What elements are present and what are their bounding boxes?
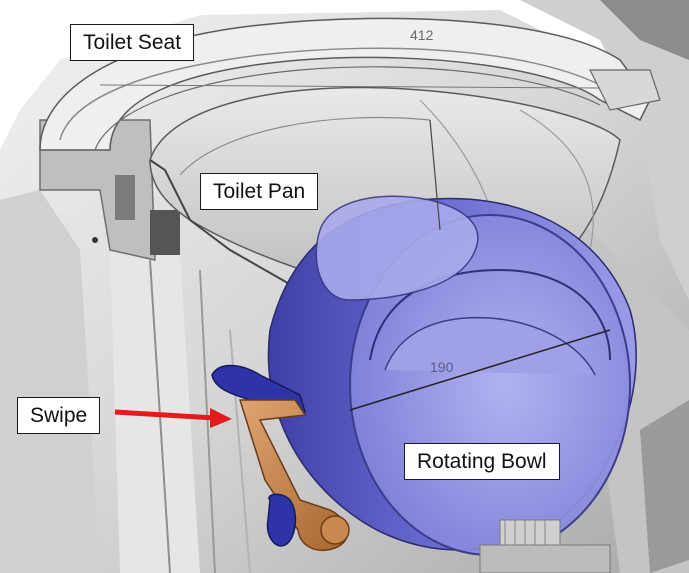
label-toilet-pan: Toilet Pan [200,173,319,210]
seat-width-dimension: 412 [410,27,434,43]
label-rotating-bowl: Rotating Bowl [404,443,560,480]
bowl-diameter-dimension: 190 [430,359,454,375]
swipe-arrow [114,408,232,428]
label-swipe: Swipe [17,397,101,434]
label-toilet-seat: Toilet Seat [70,24,195,61]
swipe-mechanism [211,364,350,551]
